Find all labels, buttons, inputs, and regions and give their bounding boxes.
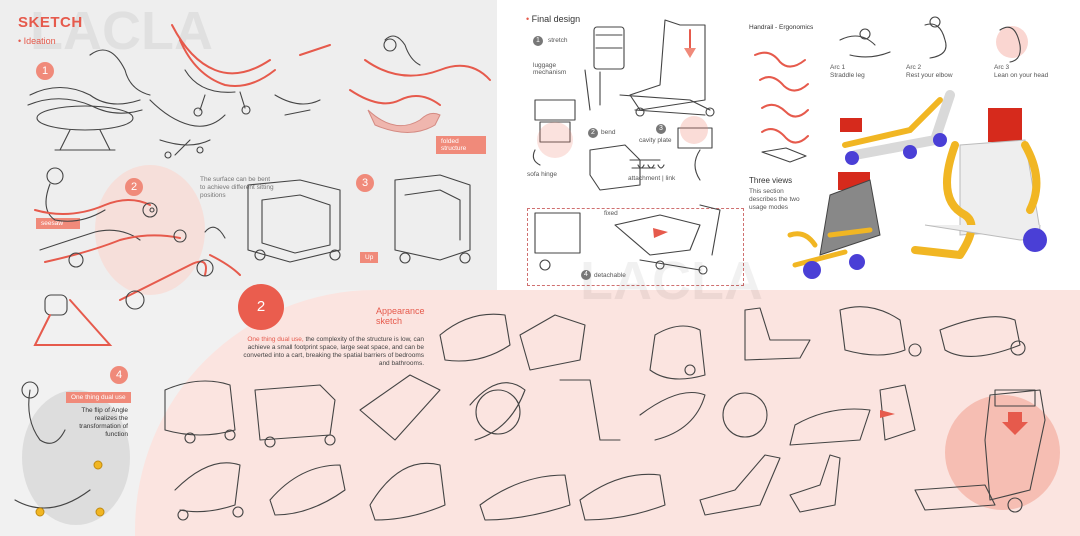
appearance-desc: One thing dual use, the complexity of th… [243,336,424,367]
step-1-badge: 1 [36,62,54,80]
bend-label: bend [601,129,616,136]
sofa-hinge-label: sofa hinge [527,171,557,178]
final-step-1-badge: 1 [533,36,543,46]
luggage-mechanism-label: luggage mechanism [533,62,567,76]
appearance-badge: 2 [238,284,284,330]
pink-halo-right [945,395,1060,510]
three-views-desc: This section describes the two usage mod… [749,188,800,211]
seesaw-tag: seesaw [36,218,80,229]
grey-halo [22,390,130,525]
up-tag: Up [360,252,379,263]
arc-1-label: Arc 1 [830,64,846,71]
ideation-label: • Ideation [18,36,56,46]
ergonomics-title: Handrail - Ergonomics [749,24,814,31]
step-3-badge: 3 [356,174,374,192]
final-step-3-badge: 3 [656,124,666,134]
step-4-badge: 4 [110,366,128,384]
folded-structure-tag: folded structure [436,136,486,154]
flip-angle-text: The flip of Angle realizes the transform… [79,407,128,438]
appearance-highlight-area [135,290,1080,536]
step-2-badge: 2 [125,178,143,196]
one-thing-dual-use-tag: One thing dual use [66,392,131,403]
final-design-title: • Final design [526,14,581,24]
ideation-sketches [14,24,491,517]
cavity-plate-label: cavity plate [639,137,672,144]
sketch-title: SKETCH [18,14,83,31]
attachment-label: attachment | link [628,175,676,182]
final-step-2-badge: 2 [588,128,598,138]
arc-2-label: Arc 2 [906,64,922,71]
arc-1-desc: Straddle leg [830,72,865,79]
detachable-label: detachable [594,272,626,279]
stretch-label: stretch [548,37,568,44]
three-views-title: Three views [749,176,793,185]
fixed-label: fixed [604,210,618,217]
final-step-4-badge: 4 [581,270,591,280]
arc-3-desc: Lean on your head [994,72,1049,79]
arc-3-label: Arc 3 [994,64,1010,71]
watermark: LACLA [580,251,763,311]
ergonomics-renders [754,16,1047,279]
arc-2-desc: Rest your elbow [906,72,953,79]
detachable-dashed-box [527,208,744,286]
appearance-sketches [164,306,1046,521]
final-design-sketches [532,19,721,275]
watermark: LACLA [30,1,213,61]
surface-note: The surface can be bent to achieve diffe… [200,176,274,199]
